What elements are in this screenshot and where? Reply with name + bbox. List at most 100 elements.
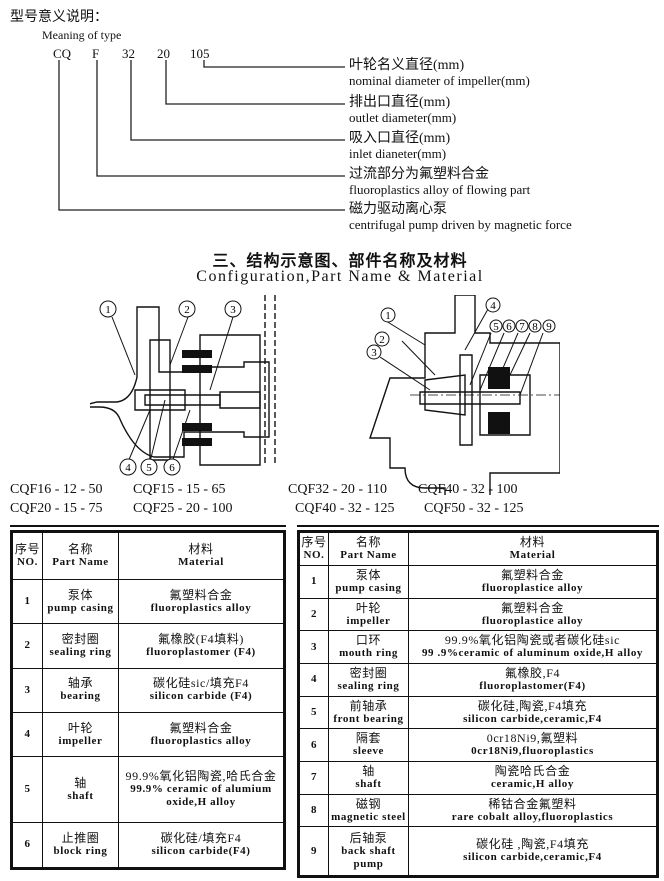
divider [297, 525, 659, 527]
model-label: CQF40 - 32 - 125 [295, 501, 395, 516]
type-meaning-subheading: Meaning of type [42, 28, 122, 42]
section-title-en: Configuration,Part Name & Material [196, 268, 484, 285]
part-number: 4 [11, 711, 43, 758]
label-flowing-part: 过流部分为氟塑料合金 fluoroplastics alloy of flowi… [349, 167, 531, 197]
callout-8: 8 [532, 321, 538, 333]
callout-5: 5 [493, 321, 499, 333]
callout-7: 7 [519, 321, 525, 333]
model-label: CQF16 - 12 - 50 [10, 482, 103, 497]
callout-1: 1 [385, 310, 391, 322]
divider [10, 525, 286, 527]
callout-3: 3 [230, 304, 236, 316]
label-pump-type: 磁力驱动离心泵 centrifugal pump driven by magne… [349, 202, 572, 232]
section-title-cn: 三、结构示意图、部件名称及材料 [212, 253, 468, 270]
part-number: 3 [298, 630, 329, 665]
right-pump-diagram: 1 2 3 4 5 6 7 8 9 [366, 295, 560, 495]
callout-2: 2 [379, 334, 385, 346]
left-pump-diagram: 1 2 3 4 5 6 [90, 295, 276, 476]
part-number: 9 [298, 826, 329, 877]
part-number: 5 [298, 695, 329, 730]
part-number: 1 [298, 565, 329, 599]
part-number: 6 [298, 728, 329, 763]
part-number: 3 [11, 667, 43, 713]
part-number: 2 [298, 597, 329, 632]
label-outlet-diameter: 排出口直径(mm) outlet diameter(mm) [349, 95, 457, 125]
model-label: CQF15 - 15 - 65 [133, 482, 226, 497]
part-material: 氟橡胶(F4填料)fluoroplastomer (F4) [118, 623, 285, 669]
code-f: F [92, 46, 100, 61]
part-number: 4 [298, 663, 329, 697]
model-label: CQF20 - 15 - 75 [10, 501, 103, 516]
code-impeller: 105 [190, 46, 210, 61]
model-label: CQF32 - 20 - 110 [288, 482, 388, 497]
callout-4: 4 [490, 300, 496, 312]
model-label: CQF50 - 32 - 125 [424, 501, 524, 516]
type-leader-lines [58, 60, 345, 211]
callout-1: 1 [105, 304, 111, 316]
callout-3: 3 [371, 347, 377, 359]
part-number: 2 [11, 623, 43, 669]
code-cq: CQ [53, 46, 72, 61]
part-number: 5 [11, 756, 43, 823]
code-inlet: 32 [122, 46, 135, 61]
callout-9: 9 [546, 321, 552, 333]
part-number: 7 [298, 761, 329, 795]
label-impeller-diameter: 叶轮名义直径(mm) nominal diameter of impeller(… [349, 58, 530, 88]
model-label: CQF40 - 32 - 100 [418, 482, 518, 497]
type-meaning-heading: 型号意义说明： [10, 10, 108, 25]
callout-6: 6 [169, 462, 175, 474]
part-number: 1 [11, 578, 43, 625]
label-inlet-diameter: 吸入口直径(mm) inlet dianeter(mm) [349, 131, 451, 161]
part-number: 8 [298, 793, 329, 828]
